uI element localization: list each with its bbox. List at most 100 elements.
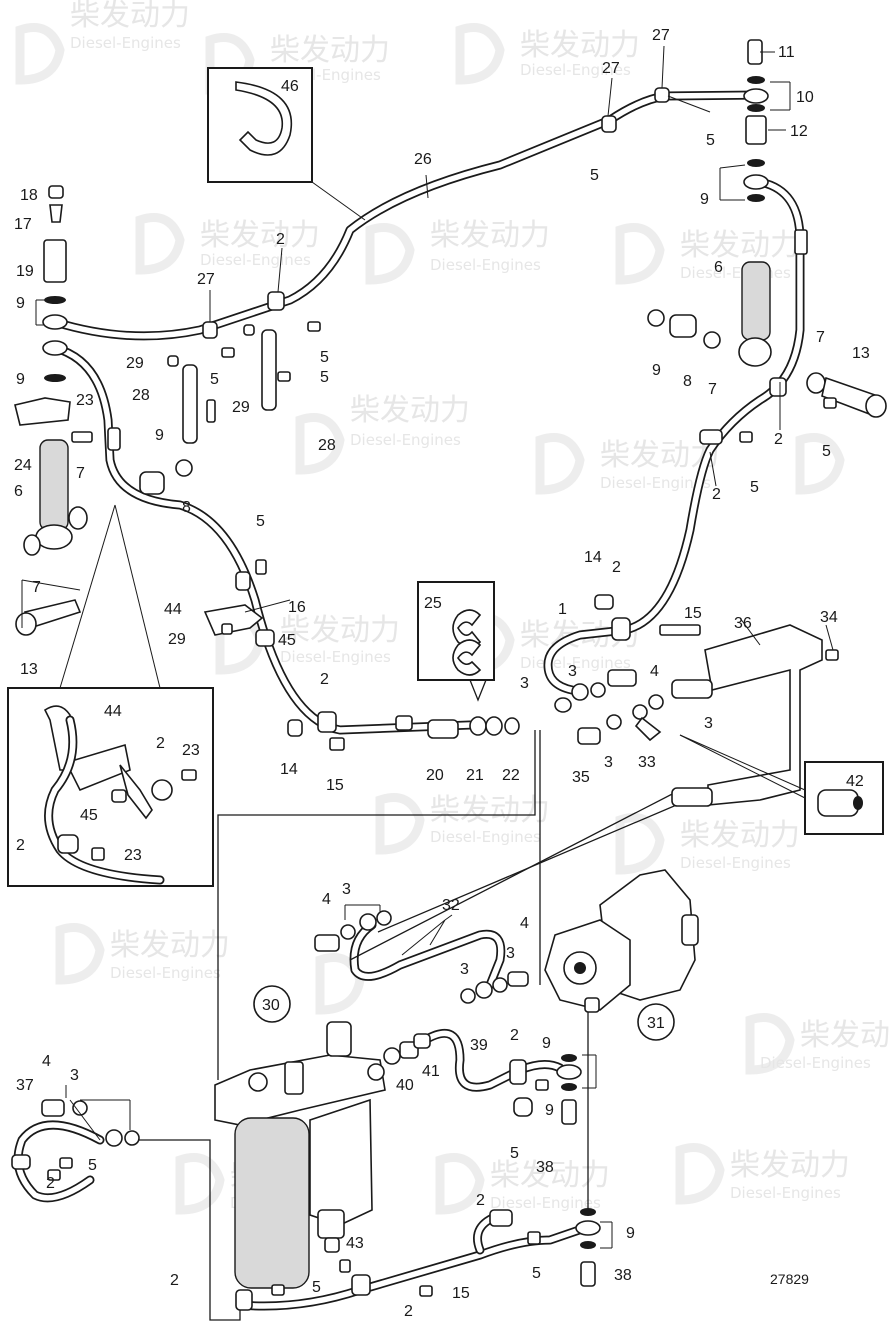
- label-11: 11: [778, 44, 795, 61]
- watermark-tagline: Diesel-Engines: [600, 474, 711, 492]
- label-12: 12: [790, 123, 808, 140]
- watermark-tagline: Diesel-Engines: [200, 251, 311, 269]
- watermark-brand: 柴发动力: [680, 228, 800, 263]
- fittings-20-22: [427, 716, 520, 739]
- watermark-logo: [15, 23, 65, 85]
- detail-box-42: [679, 734, 884, 835]
- watermark-tagline: Diesel-Engines: [430, 828, 541, 846]
- label-15: 15: [684, 605, 702, 622]
- watermark-logo: [295, 413, 345, 475]
- label-5: 5: [312, 1279, 321, 1296]
- label-29: 29: [168, 631, 186, 648]
- label-13: 13: [20, 661, 38, 678]
- label-7: 7: [32, 579, 41, 596]
- watermark-tagline: Diesel-Engines: [110, 964, 221, 982]
- bolt-11: [747, 39, 763, 65]
- label-17: 17: [14, 216, 32, 233]
- label-7: 7: [816, 329, 825, 346]
- lower-left-fittings: [11, 1099, 140, 1181]
- label-3: 3: [568, 663, 577, 680]
- pipe-39: [420, 1028, 565, 1092]
- filter-sleeve-6: [39, 439, 69, 531]
- watermark-logo: [615, 813, 665, 875]
- label-33: 33: [638, 754, 656, 771]
- watermark-brand: 柴发动力: [110, 928, 230, 963]
- watermark-brand: 柴发动力: [490, 1158, 610, 1193]
- label-40: 40: [396, 1077, 414, 1094]
- bolt-38-lower: [580, 1261, 596, 1287]
- watermark-brand: 柴发动力: [430, 793, 550, 828]
- label-4: 4: [322, 891, 331, 908]
- label-15: 15: [326, 777, 344, 794]
- label-3: 3: [342, 881, 351, 898]
- fuel-filter-30: [214, 1021, 431, 1289]
- label-44: 44: [104, 703, 122, 720]
- label-15: 15: [452, 1285, 470, 1302]
- clips-top: [107, 87, 670, 451]
- callout-31: 31: [647, 1015, 665, 1032]
- label-39: 39: [470, 1037, 488, 1054]
- label-9: 9: [626, 1225, 635, 1242]
- label-5: 5: [88, 1157, 97, 1174]
- label-20: 20: [426, 767, 444, 784]
- watermark-brand: 柴发动力: [730, 1148, 850, 1183]
- label-29: 29: [126, 355, 144, 372]
- label-2: 2: [774, 431, 783, 448]
- label-2: 2: [320, 671, 329, 688]
- label-2: 2: [712, 486, 721, 503]
- label-2: 2: [170, 1272, 179, 1289]
- watermark-tagline: Diesel-Engines: [430, 256, 541, 274]
- label-5: 5: [532, 1265, 541, 1282]
- watermark-logo: [615, 223, 665, 285]
- label-3: 3: [604, 754, 613, 771]
- watermark-brand: 柴发动力: [200, 218, 320, 253]
- lower-right-banjo: [235, 1054, 601, 1311]
- label-37: 37: [16, 1077, 34, 1094]
- label-5: 5: [320, 349, 329, 366]
- detail-box-44: [7, 504, 214, 887]
- label-3: 3: [704, 715, 713, 732]
- watermark-tagline: Diesel-Engines: [680, 264, 791, 282]
- watermark-logo: [365, 223, 415, 285]
- clip-25: [452, 609, 482, 648]
- label-5: 5: [256, 513, 265, 530]
- label-4: 4: [520, 915, 529, 932]
- clip-lower-middle: [287, 711, 413, 751]
- label-9: 9: [542, 1035, 551, 1052]
- watermark-logo: [455, 23, 505, 85]
- part-labels: 46 26 27 27 27 11 10 12 5 5 5 5 5 5 5 5 …: [14, 27, 870, 1320]
- watermark-tagline: Diesel-Engines: [280, 648, 391, 666]
- label-19: 19: [16, 263, 34, 280]
- label-8: 8: [182, 499, 191, 516]
- watermark-brand: 柴发动力: [800, 1018, 890, 1053]
- label-44: 44: [164, 601, 182, 618]
- watermark-logo: [315, 953, 365, 1015]
- label-7: 7: [76, 465, 85, 482]
- label-2: 2: [404, 1303, 413, 1320]
- label-16: 16: [288, 599, 306, 616]
- plug-37: [41, 1099, 65, 1117]
- label-43: 43: [346, 1235, 364, 1252]
- label-4: 4: [42, 1053, 51, 1070]
- label-32: 32: [442, 897, 460, 914]
- bracket-28-right: [261, 329, 277, 411]
- label-9: 9: [155, 427, 164, 444]
- label-45: 45: [278, 632, 296, 649]
- valve-17: [49, 204, 63, 223]
- label-38: 38: [614, 1267, 632, 1284]
- watermark-tagline: Diesel-Engines: [70, 34, 181, 52]
- watermark-logo: [135, 213, 185, 275]
- label-1: 1: [558, 601, 567, 618]
- watermark-tagline: Diesel-Engines: [730, 1184, 841, 1202]
- union-middle-left: [139, 459, 193, 495]
- label-2: 2: [156, 735, 165, 752]
- label-38: 38: [536, 1159, 554, 1176]
- feed-pump-31: [544, 869, 699, 1013]
- label-5: 5: [822, 443, 831, 460]
- watermark-brand: 柴发动力: [680, 818, 800, 853]
- filter-housing-left: [14, 397, 93, 636]
- label-25: 25: [424, 595, 442, 612]
- label-13: 13: [852, 345, 870, 362]
- label-5: 5: [210, 371, 219, 388]
- detail-box-46: [207, 67, 366, 221]
